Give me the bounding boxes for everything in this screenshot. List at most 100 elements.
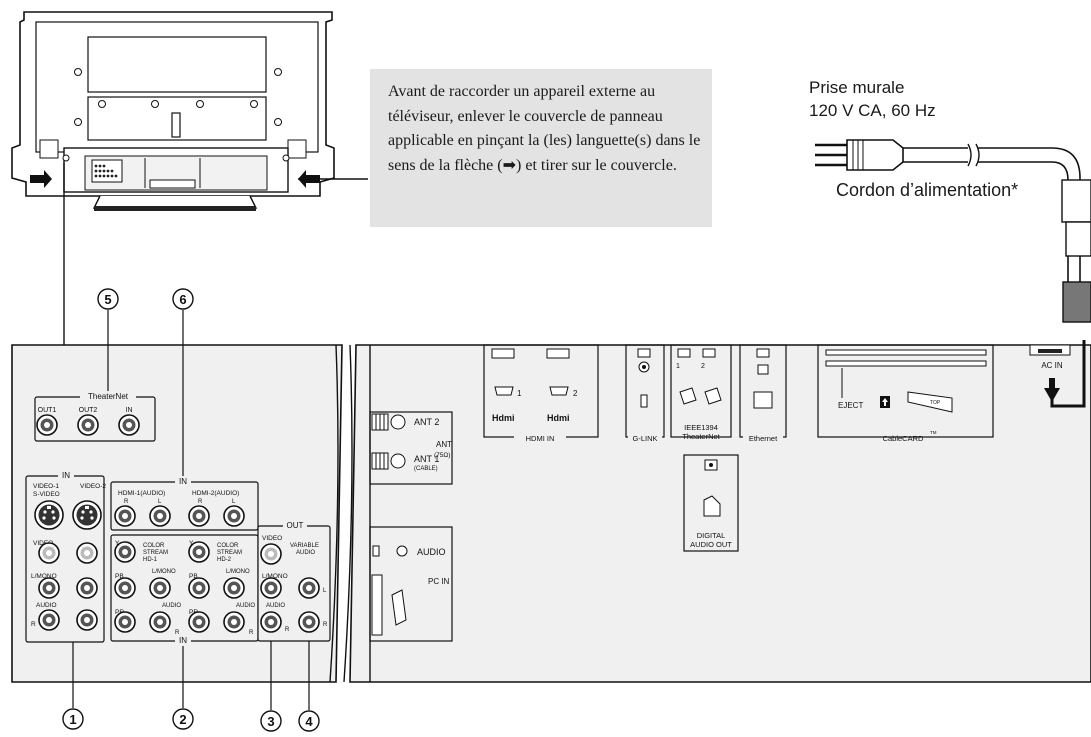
component1-pr-label: PR <box>115 609 124 616</box>
svg-text:3: 3 <box>267 714 274 729</box>
component2-pb-label: PB <box>189 573 198 580</box>
power-cord <box>815 139 1091 323</box>
hdmi2-audio-label: HDMI-2(AUDIO) <box>192 490 239 497</box>
component2-r-label: R <box>249 630 254 636</box>
out-audio-label: AUDIO <box>266 603 285 609</box>
cablecard-top-label: TOP <box>930 400 941 406</box>
variable-audio-r-jack[interactable] <box>298 611 320 633</box>
theaternet-title: TheaterNet <box>88 392 129 401</box>
out-label: OUT <box>287 521 304 530</box>
component2-audio-r-jack[interactable] <box>223 611 245 633</box>
colorstream-hd1-line3: HD-1 <box>143 557 158 563</box>
out-audio-r-jack[interactable] <box>260 611 282 633</box>
video1-audio-l-jack[interactable] <box>38 577 60 599</box>
component1-y-jack[interactable] <box>114 541 136 563</box>
outlet-voltage-label: 120 V CA, 60 Hz <box>809 101 936 120</box>
svg-text:4: 4 <box>305 714 313 729</box>
svideo-jack-1[interactable] <box>34 500 64 530</box>
video2-composite-jack[interactable] <box>76 542 98 564</box>
hdmi-port-1[interactable] <box>494 386 514 396</box>
component1-pb-jack[interactable] <box>114 577 136 599</box>
out-video-jack[interactable] <box>260 543 282 565</box>
hdmi-in-label: HDMI IN <box>526 434 555 443</box>
component1-audio-label: AUDIO <box>162 603 181 609</box>
hdmi-logo-2: Hdmi <box>547 413 570 423</box>
cablecard-eject-label: EJECT <box>838 401 863 410</box>
ieee1394-theaternet-label: TheaterNet <box>682 432 720 441</box>
component1-r-label: R <box>175 630 180 636</box>
pc-audio-label: AUDIO <box>417 547 446 557</box>
hdmi2-audio-r-jack[interactable] <box>188 505 210 527</box>
svg-text:6: 6 <box>179 292 186 307</box>
video2-label: VIDEO-2 <box>80 483 106 490</box>
component1-y-label: Y <box>115 540 120 547</box>
ethernet-port[interactable] <box>753 391 773 409</box>
hdmi-audio-in-label: IN <box>179 477 187 486</box>
hdmi1-l-label: L <box>158 499 162 505</box>
component2-y-jack[interactable] <box>188 541 210 563</box>
component2-y-label: Y <box>189 540 194 547</box>
power-cord-label: Cordon d’alimentation* <box>836 180 1019 200</box>
hdmi1-audio-l-jack[interactable] <box>149 505 171 527</box>
hdmi1-audio-r-jack[interactable] <box>114 505 136 527</box>
component-input-panel: IN Y Y COLOR STREAM HD-1 COLOR STREAM HD… <box>110 534 259 646</box>
audio-label: AUDIO <box>36 602 57 609</box>
video1-audio-r-jack[interactable] <box>38 609 60 631</box>
hdmi1-audio-label: HDMI-1(AUDIO) <box>118 490 165 497</box>
component2-pr-label: PR <box>189 609 198 616</box>
digital-audio-out-label: AUDIO OUT <box>690 540 732 549</box>
ac-in-section: AC IN <box>1029 340 1086 408</box>
ethernet-section: Ethernet <box>739 344 787 443</box>
theaternet-panel: TheaterNet OUT1 OUT2 IN <box>34 391 156 442</box>
video1-composite-jack[interactable] <box>38 542 60 564</box>
hdmi2-r-label: R <box>198 499 203 505</box>
ant1-label: ANT 1 <box>414 454 439 464</box>
out-audio-l-jack[interactable] <box>260 577 282 599</box>
digital-label: DIGITAL <box>697 531 726 540</box>
hdmi-input-section: 1 2 Hdmi Hdmi HDMI IN <box>483 344 599 443</box>
video-composite-label: VIDEO <box>33 540 53 547</box>
ant1-cable-label: (CABLE) <box>414 466 438 472</box>
ieee-port-1-label: 1 <box>676 363 680 370</box>
svg-text:2: 2 <box>179 712 186 727</box>
theaternet-out2-label: OUT2 <box>79 407 98 414</box>
cablecard-tm: TM <box>930 430 937 435</box>
component2-pr-jack[interactable] <box>188 611 210 633</box>
theaternet-out1-jack[interactable] <box>36 414 58 436</box>
video2-audio-r-jack[interactable] <box>76 609 98 631</box>
video-in-label: IN <box>62 471 70 480</box>
ieee-port-2-label: 2 <box>701 363 705 370</box>
ieee1394-port-2[interactable] <box>704 387 722 405</box>
antenna-section: ANT 2 ANT (75Ω) ANT 1 (CABLE) <box>369 411 453 485</box>
digital-audio-out-port[interactable] <box>703 495 721 517</box>
hdmi-audio-panel: IN HDMI-1(AUDIO) HDMI-2(AUDIO) R L R L <box>110 476 259 531</box>
variable-audio-l-jack[interactable] <box>298 577 320 599</box>
cablecard-slot[interactable] <box>825 360 987 367</box>
output-panel: OUT VIDEO VARIABLE AUDIO L/MONO L AUDIO … <box>257 520 331 642</box>
glink-label: G-LINK <box>632 434 657 443</box>
component1-audio-l-jack[interactable] <box>149 577 171 599</box>
theaternet-in-jack[interactable] <box>118 414 140 436</box>
component2-pb-jack[interactable] <box>188 577 210 599</box>
video2-audio-l-jack[interactable] <box>76 577 98 599</box>
svg-text:1: 1 <box>69 712 76 727</box>
tv-rear-view <box>11 11 368 211</box>
ant2-label: ANT 2 <box>414 417 439 427</box>
theaternet-in-label: IN <box>126 407 133 414</box>
svg-text:5: 5 <box>104 292 111 307</box>
video1-label: VIDEO-1 <box>33 483 59 490</box>
theaternet-out2-jack[interactable] <box>77 414 99 436</box>
component1-audio-r-jack[interactable] <box>149 611 171 633</box>
svideo-jack-2[interactable] <box>72 500 102 530</box>
component1-pb-label: PB <box>115 573 124 580</box>
component1-lmono-label: L/MONO <box>152 569 176 575</box>
hdmi-port-2[interactable] <box>549 386 569 396</box>
hdmi2-audio-l-jack[interactable] <box>223 505 245 527</box>
component2-audio-l-jack[interactable] <box>223 577 245 599</box>
callout-numbers: 5 6 1 2 3 4 <box>62 288 320 732</box>
component1-pr-jack[interactable] <box>114 611 136 633</box>
ieee1394-port-1[interactable] <box>679 387 697 405</box>
pc-input-section: AUDIO PC IN <box>369 526 453 642</box>
colorstream-hd2-line2: STREAM <box>217 550 242 556</box>
glink-jack[interactable] <box>640 394 648 408</box>
